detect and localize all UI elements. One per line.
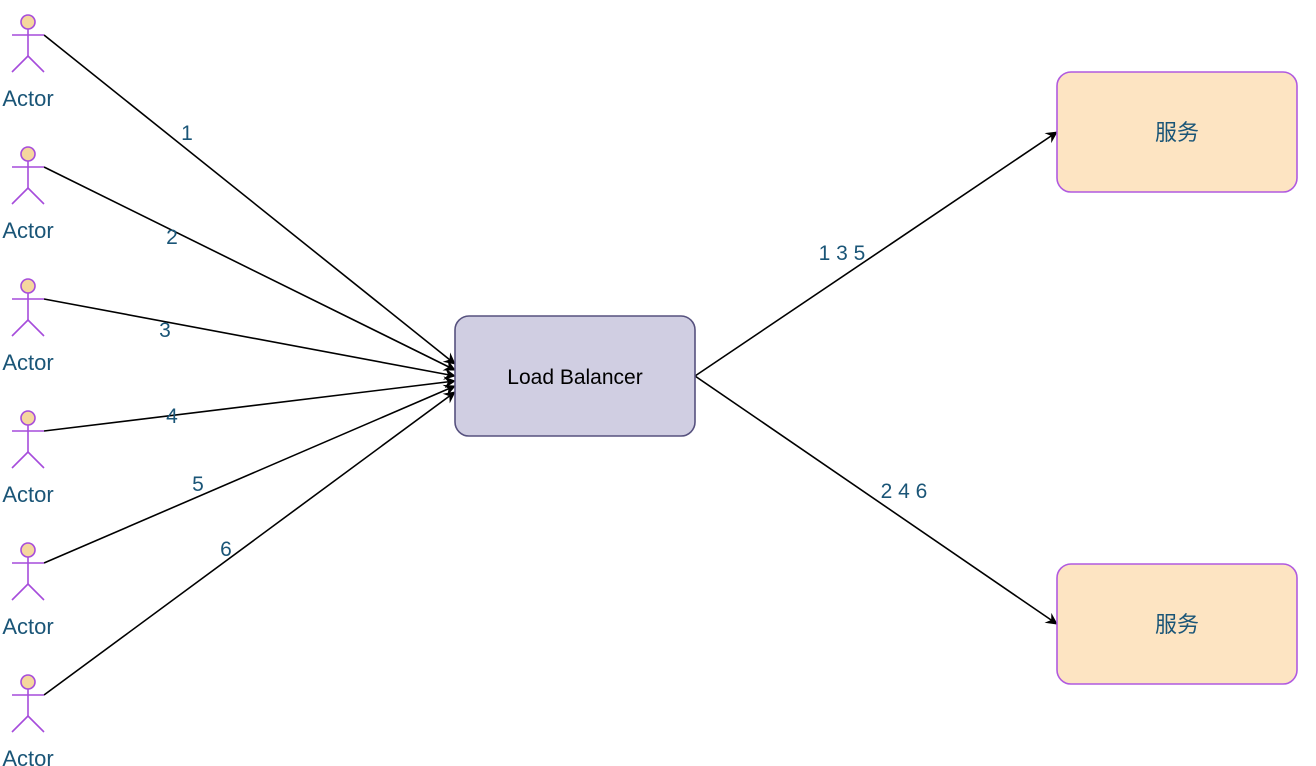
service-1-node[interactable] bbox=[1056, 71, 1298, 193]
edge-actor-3-to-load-balancer[interactable] bbox=[43, 298, 456, 380]
actor-1-label: Actor bbox=[2, 86, 53, 111]
edges-layer bbox=[43, 34, 1058, 696]
edge-label-4: 4 bbox=[166, 405, 178, 428]
nodes-layer bbox=[11, 14, 1298, 733]
edge-load-balancer-to-service-2[interactable] bbox=[694, 375, 1058, 625]
actor-right-leg bbox=[27, 55, 45, 73]
edge-actor-1-to-load-balancer[interactable] bbox=[43, 34, 456, 365]
actor-head bbox=[20, 410, 36, 426]
actor-6-icon[interactable] bbox=[11, 674, 45, 733]
actor-right-leg bbox=[27, 583, 45, 601]
actor-head bbox=[20, 278, 36, 294]
actor-right-leg bbox=[27, 319, 45, 337]
edge-actor-6-to-load-balancer[interactable] bbox=[43, 391, 456, 696]
load-balancer-node[interactable] bbox=[454, 315, 696, 437]
service-2-edge-label: 2 4 6 bbox=[881, 480, 928, 503]
actor-left-leg bbox=[11, 187, 29, 205]
actor-6-label: Actor bbox=[2, 746, 53, 766]
actor-head bbox=[20, 146, 36, 162]
service-1-label: 服务 bbox=[1155, 121, 1199, 146]
actor-5-label: Actor bbox=[2, 614, 53, 639]
actor-left-leg bbox=[11, 55, 29, 73]
actor-right-leg bbox=[27, 715, 45, 733]
edge-label-3: 3 bbox=[159, 319, 171, 342]
actor-1-icon[interactable] bbox=[11, 14, 45, 73]
actor-5-icon[interactable] bbox=[11, 542, 45, 601]
service-2-label: 服务 bbox=[1155, 613, 1199, 638]
actor-2-label: Actor bbox=[2, 218, 53, 243]
edge-label-1: 1 bbox=[181, 122, 193, 145]
actor-left-leg bbox=[11, 583, 29, 601]
actor-left-leg bbox=[11, 715, 29, 733]
edge-load-balancer-to-service-1[interactable] bbox=[694, 131, 1058, 377]
actor-left-leg bbox=[11, 451, 29, 469]
actor-head bbox=[20, 542, 36, 558]
actor-left-leg bbox=[11, 319, 29, 337]
edge-actor-4-to-load-balancer[interactable] bbox=[43, 376, 456, 432]
load-balancer-label: Load Balancer bbox=[507, 366, 642, 389]
actor-3-label: Actor bbox=[2, 350, 53, 375]
edge-actor-5-to-load-balancer[interactable] bbox=[43, 384, 456, 564]
actor-4-icon[interactable] bbox=[11, 410, 45, 469]
service-2-node[interactable] bbox=[1056, 563, 1298, 685]
actor-2-icon[interactable] bbox=[11, 146, 45, 205]
actor-right-leg bbox=[27, 451, 45, 469]
edge-label-6: 6 bbox=[220, 538, 232, 561]
actor-3-icon[interactable] bbox=[11, 278, 45, 337]
actor-right-leg bbox=[27, 187, 45, 205]
actor-head bbox=[20, 674, 36, 690]
actor-4-label: Actor bbox=[2, 482, 53, 507]
actor-head bbox=[20, 14, 36, 30]
service-1-edge-label: 1 3 5 bbox=[819, 242, 866, 265]
edge-actor-2-to-load-balancer[interactable] bbox=[43, 166, 456, 371]
edge-label-5: 5 bbox=[192, 473, 204, 496]
edge-label-2: 2 bbox=[166, 226, 178, 249]
